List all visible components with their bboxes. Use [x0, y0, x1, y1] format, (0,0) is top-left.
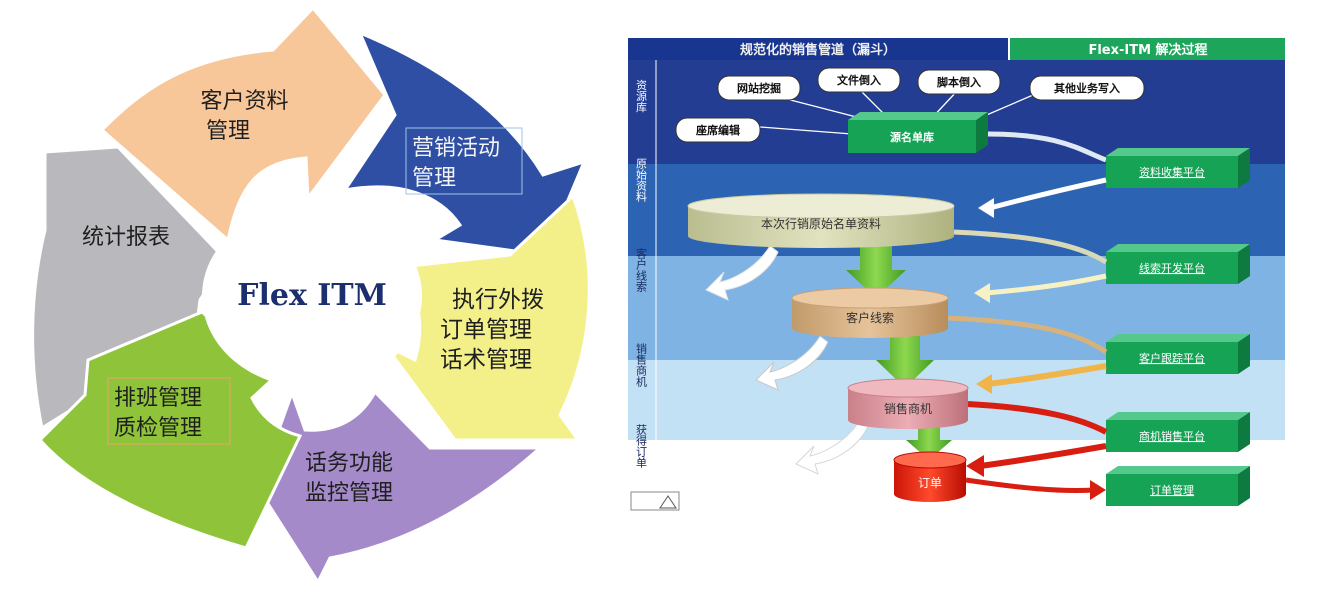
stage-opportunities: 销售商机: [847, 378, 969, 429]
cycle-label-marketing: 营销活动 管理: [412, 136, 507, 191]
platform-order-management: 订单管理: [1106, 466, 1250, 506]
side-label-sales-opportunities: 销售商机: [635, 342, 648, 387]
stage-orders-text: 订单: [918, 476, 942, 490]
cycle-box-marketing: [405, 127, 523, 195]
leak-arrow-2: [755, 335, 829, 391]
down-arrow-3: [906, 420, 952, 460]
platform-customer-tracking: 客户跟踪平台: [1106, 334, 1250, 374]
flow-leads-to-tracking: [947, 315, 1108, 355]
cycle-label-reports: 统计报表: [82, 225, 170, 250]
funnel-diagram: 规范化的销售管道（漏斗） Flex-ITM 解决过程 资源库 原始资料 客户线索…: [628, 38, 1285, 512]
cycle-label-execution: 执行外拨 订单管理 话术管理: [440, 287, 551, 373]
cycle-label-scheduling: 排班管理 质检管理: [114, 386, 209, 441]
funnel-header-right-text: Flex-ITM 解决过程: [1088, 42, 1207, 58]
flow-collection-to-raw: [989, 177, 1107, 211]
arrowhead-collection: [978, 198, 994, 218]
bubble-seat-edit-text: 座席编辑: [695, 123, 740, 137]
down-arrow-1: [846, 244, 906, 298]
stage-orders: 订单: [893, 451, 967, 502]
stage-opportunities-text: 销售商机: [884, 401, 932, 416]
funnel-header-left: [628, 38, 1008, 60]
side-label-resource-library: 资源库: [635, 79, 648, 113]
bubble-other-business-text: 其他业务写入: [1054, 81, 1120, 95]
down-arrow-2: [876, 330, 934, 388]
platform-lead-development: 线索开发平台: [1106, 244, 1250, 284]
corner-triangle-icon: [659, 495, 677, 509]
stage-leads-text: 客户线索: [846, 310, 894, 325]
stage-raw-list: 本次行销原始名单资料: [687, 193, 955, 248]
source-db-top: [848, 112, 988, 120]
cycle-segment-monitoring: [256, 388, 544, 586]
stage-leads: 客户线索: [791, 287, 949, 338]
bubble-other-business: [1029, 75, 1145, 101]
bubble-script-import: [917, 69, 1001, 95]
cycle-diagram: Flex ITM 客户资料 管理 营销活动 管理 执行外拨 订单管理 话术管理 …: [31, 5, 591, 586]
flow-orders-to-management: [965, 477, 1095, 494]
cycle-center: [202, 204, 422, 388]
platform-opportunity-sales: 商机销售平台: [1106, 412, 1250, 452]
cycle-label-monitoring: 话务功能 监控管理: [305, 451, 400, 506]
flow-source-to-collection: [987, 131, 1107, 163]
flow-leaddev-to-leads: [985, 273, 1107, 296]
funnel-header-left-text: 规范化的销售管道（漏斗）: [740, 42, 896, 58]
flow-opps-to-sales: [967, 401, 1108, 435]
svg-text:线索开发平台: 线索开发平台: [1139, 261, 1205, 275]
leak-arrow-1: [705, 245, 779, 301]
funnel-header-right: [1010, 38, 1285, 60]
arrowhead-tracking: [976, 374, 992, 394]
arrowhead-orders: [1090, 480, 1106, 500]
leak-arrow-3: [795, 419, 869, 475]
cycle-label-customer: 客户资料 管理: [200, 89, 295, 144]
bubble-web-mining: [717, 75, 801, 101]
svg-text:商机销售平台: 商机销售平台: [1139, 429, 1205, 443]
bubble-script-import-text: 脚本倒入: [937, 75, 981, 89]
side-label-obtain-orders: 获得订单: [635, 424, 648, 468]
svg-text:订单管理: 订单管理: [1150, 483, 1194, 497]
svg-text:客户跟踪平台: 客户跟踪平台: [1139, 351, 1205, 365]
platforms: 资料收集平台 线索开发平台 客户跟踪平台 商机销售平台: [1106, 148, 1250, 506]
bubble-web-mining-text: 网站挖掘: [737, 81, 781, 95]
platform-data-collection: 资料收集平台: [1106, 148, 1250, 188]
flow-raw-to-leaddev: [953, 229, 1108, 265]
flow-tracking-to-opps: [987, 363, 1107, 387]
side-label-customer-leads: 客户线索: [635, 247, 648, 292]
cycle-segment-marketing: [341, 30, 587, 257]
arrowhead-sales: [966, 455, 984, 477]
stage-raw-list-text: 本次行销原始名单资料: [761, 216, 881, 231]
arrowhead-leaddev: [974, 283, 990, 303]
side-label-raw-data: 原始资料: [635, 158, 648, 203]
source-db: [848, 120, 976, 153]
source-db-side: [976, 112, 988, 153]
source-db-text: 源名单库: [890, 130, 934, 144]
svg-text:资料收集平台: 资料收集平台: [1139, 165, 1205, 179]
cycle-center-label: Flex ITM: [237, 278, 387, 313]
flow-sales-to-orders: [979, 443, 1107, 469]
bubble-file-import: [817, 67, 901, 93]
bubble-seat-edit: [675, 117, 761, 143]
cycle-box-scheduling: [107, 377, 231, 445]
cycle-segment-customer: [99, 5, 387, 243]
bubble-file-import-text: 文件倒入: [837, 73, 881, 87]
cycle-segment-scheduling: [37, 310, 303, 550]
